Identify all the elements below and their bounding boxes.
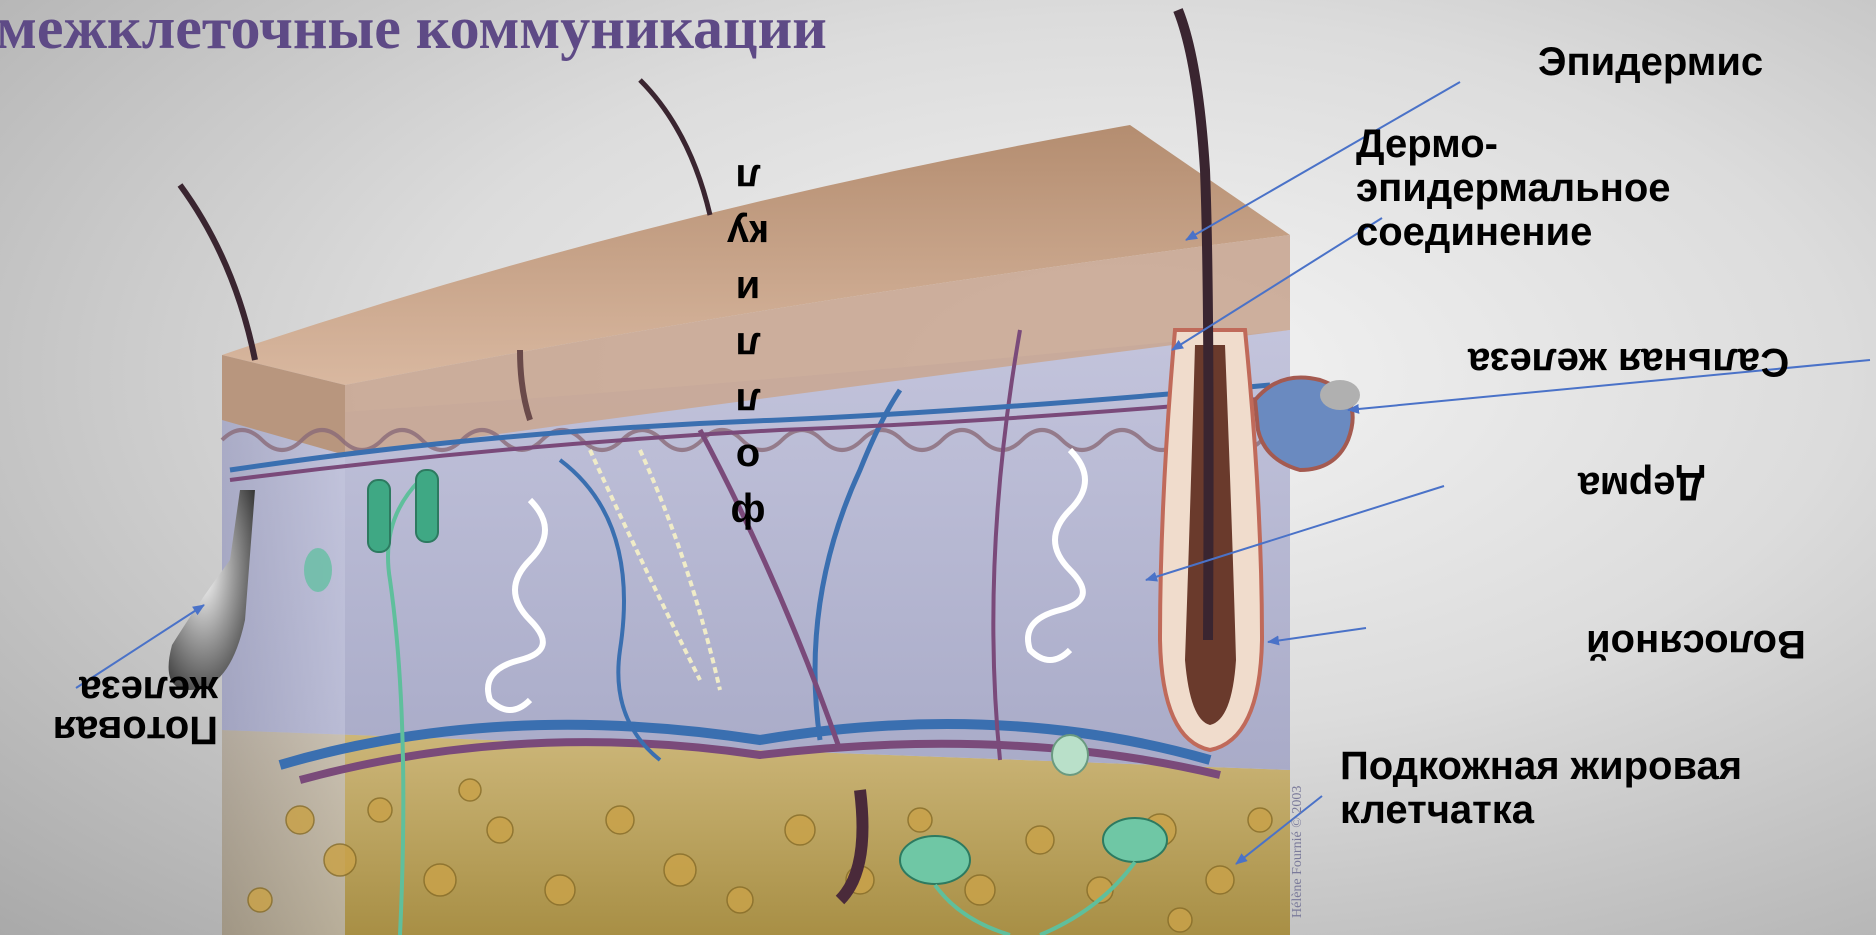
label-hair: Волосяной — [1586, 622, 1806, 666]
label-epidermis: Эпидермис — [1538, 40, 1778, 84]
label-subcutaneous-fat: Подкожная жировая клетчатка — [1340, 744, 1820, 832]
label-dermo-epidermal-junction: Дермо-эпидермальное соединение — [1356, 122, 1756, 254]
label-dermis: Дерма — [1578, 464, 1704, 508]
label-sweat-gland: Потовая железа — [18, 670, 218, 750]
label-follicle: фолликул — [726, 150, 770, 542]
label-sebaceous-gland: Сальная железа — [1468, 340, 1789, 384]
image-credit: Hélène Fournié © 2003 — [1290, 786, 1306, 918]
